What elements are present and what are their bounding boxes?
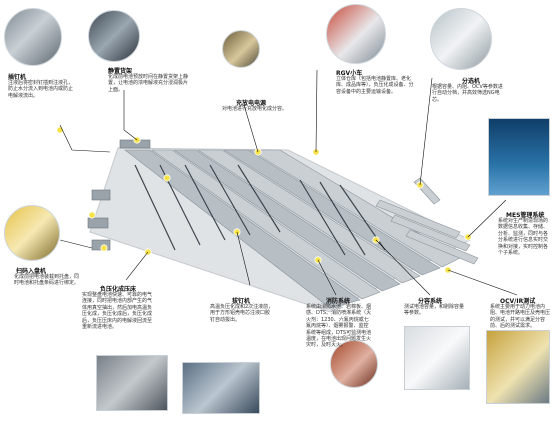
charge-power-photo [222,30,260,68]
label-fire: 消防系统 [326,298,351,305]
leader-lines [59,69,518,296]
hotspot-markers [56,126,472,274]
desc-ocv: 系统主要用于动力电池内阻、电池开路电压及壳电压的测试，并可以满足分容前、后的测试… [490,304,551,330]
label-plug-machine: 插钉机 [8,74,27,81]
desc-pin-puller: 高温负压化成和2次注液前，用于方形铝壳电芯注液口胶钉自动拔出。 [210,304,274,323]
label-sorter: 分选机 [462,78,481,85]
sorting-branches [375,177,479,265]
pressure-bed-photo [96,355,168,411]
desc-capacity: 测试电池容量，和剔除容量等参数。 [404,304,465,317]
scan-loader-photo [4,205,60,261]
pin-puller-photo [182,362,260,414]
fire-system-photo [330,340,378,388]
label-pressure-bed: 负压化成压床 [100,286,137,293]
static-shelf-photo [88,10,140,62]
desc-mes: 系统对生产制造现场的数据信息收集、存储、分析、监测，同时与各分系统进行信息实时交… [498,218,549,257]
side-machines [87,139,151,251]
label-mes: MES管理系统 [506,212,545,219]
plug-machine-photo [4,8,62,66]
desc-charge-power: 对电池进行充放电化成分容。 [222,106,288,112]
desc-pressure-bed: 实现整盘电池快速、可靠的电气连接，同时把电池内部产生的气体用真空抽出，然后加电高… [82,292,153,331]
sorter-photo [430,8,492,70]
label-capacity: 分容系统 [418,298,443,305]
production-lines [124,149,461,309]
desc-sorter: 根据容量、内阻、OCV等参数进行自动分档，并高效筛选NG电芯。 [432,84,503,103]
label-ocv: OCV/IR测试 [500,298,536,305]
desc-rgv-cart: 立体仓库（包括电池静置库、老化库、成品库等），负压化成设备、分容设备中的主要运输… [336,76,414,95]
rgv-cart-photo [326,4,386,64]
desc-scan-loader: 化成前把电池装载到托盘，同时电池和托盘条码进行绑定。 [14,274,80,287]
desc-static-shelf: 化成前电池预放时间在静置货架上静置，让电池的浓电解液充分浸润极片上面。 [108,74,189,93]
label-scan-loader: 扫码入盘机 [16,268,47,275]
mes-screen-photo [488,118,550,196]
label-charge-power: 充放电电源 [236,100,267,107]
label-static-shelf: 静置货架 [108,68,133,75]
capacity-system-photo [404,326,470,390]
desc-fire: 系统由消防水池、岩棉板、烟感、DTS、消防喷淋系统（灭火剂：1230、六氟丙烷或… [306,304,372,349]
ocv-test-photo [486,330,550,404]
desc-plug-machine: 注液后将密封钉插到注液孔，防止水分流入到电池内或防止电解液流出。 [8,80,74,99]
label-rgv-cart: RGV小车 [336,70,363,77]
label-pin-puller: 拔钉机 [232,298,251,305]
